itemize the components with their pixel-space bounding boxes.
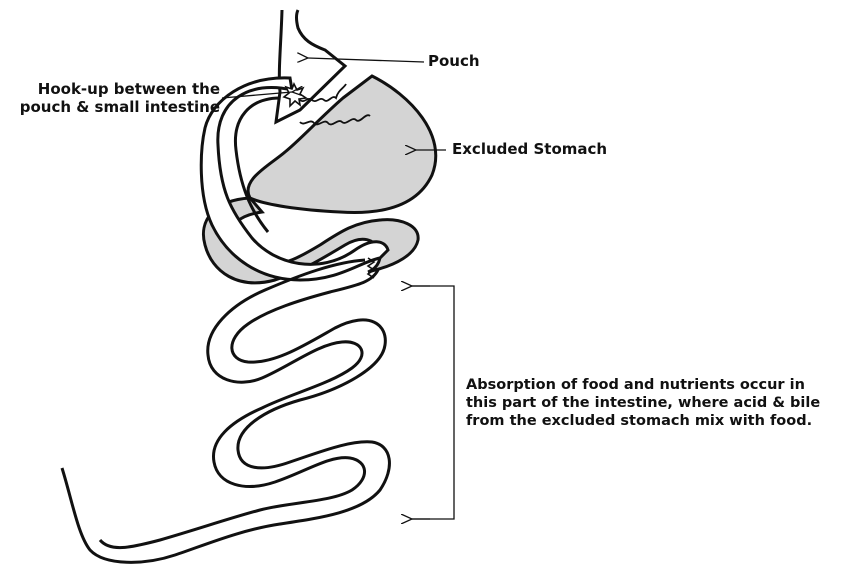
hookup-label: Hook-up between the pouch & small intest…: [6, 80, 220, 116]
hookup-label-line-1: Hook-up between the: [6, 80, 220, 98]
pouch-label: Pouch: [428, 52, 480, 70]
excluded-stomach-shape: [248, 76, 436, 213]
absorption-label-line-2: this part of the intestine, where acid &…: [466, 394, 856, 412]
absorption-bracket: [412, 286, 454, 519]
absorption-label: Absorption of food and nutrients occur i…: [466, 376, 856, 430]
common-channel-intestine: [100, 260, 365, 548]
excluded-stomach-label: Excluded Stomach: [452, 140, 607, 158]
absorption-label-line-3: from the excluded stomach mix with food.: [466, 412, 856, 430]
absorption-label-line-1: Absorption of food and nutrients occur i…: [466, 376, 856, 394]
hookup-label-line-2: pouch & small intestine: [6, 98, 220, 116]
